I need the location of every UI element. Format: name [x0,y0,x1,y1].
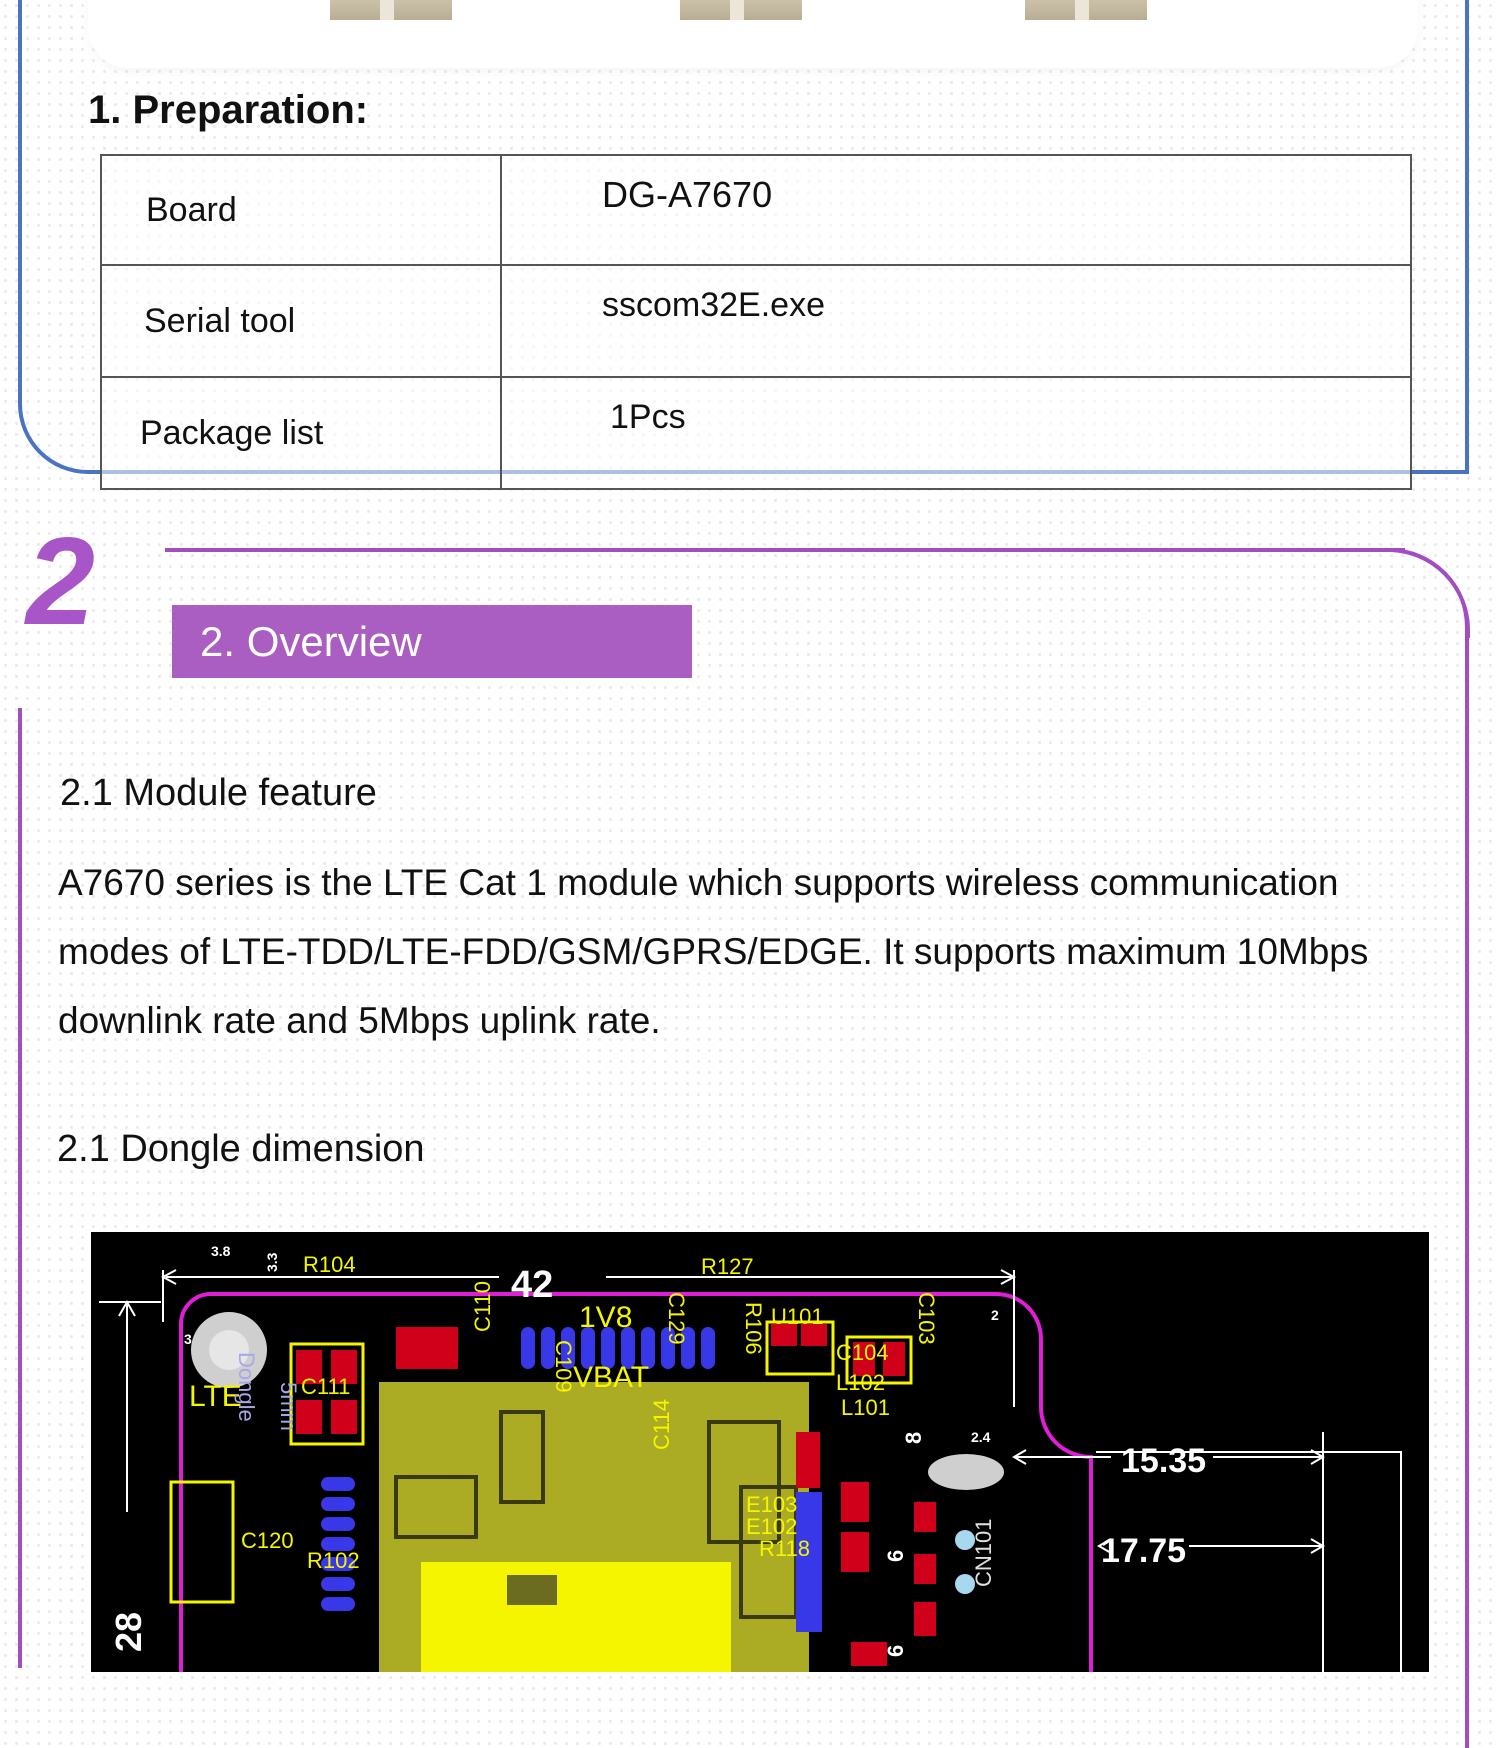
module-pad [507,1575,557,1605]
connector-image [680,0,802,20]
board-outline [179,1292,1093,1672]
dimension-15-35: 15.35 [1121,1442,1206,1480]
smd-pads [296,1324,936,1666]
preparation-title: 1. Preparation: [88,88,369,132]
dimension-small: 6 [883,1645,908,1657]
label-cn101: CN101 [971,1519,996,1587]
table-cell-value: sscom32E.exe [500,264,1412,378]
label-e102: E102 [746,1514,797,1539]
dimension-height: 28 [108,1612,149,1652]
pad-led [955,1530,975,1550]
label-l102: L102 [836,1370,885,1395]
r127-outline [765,1320,835,1376]
lte-component-outline [169,1480,235,1604]
usb-outline [1096,1451,1402,1672]
dimension-small: 3 [184,1331,192,1347]
label-1v8: 1V8 [579,1301,632,1334]
label-c104: C104 [836,1340,889,1365]
label-c103: C103 [914,1292,939,1345]
label-u101: U101 [771,1304,824,1329]
module-component [394,1475,478,1539]
table-cell-value: 1Pcs [500,376,1412,490]
label-e103: E103 [746,1492,797,1517]
mounting-hole-inner [209,1330,249,1370]
table-row: Package list 1Pcs [100,376,1412,490]
table-row: Board DG-A7670 [100,154,1412,266]
overview-section-frame [18,548,1469,1748]
dimension-small: 2 [991,1307,999,1323]
label-r102: R102 [307,1548,360,1573]
module-component [707,1420,781,1544]
table-cell-value: DG-A7670 [500,154,1412,266]
mounting-hole [928,1454,1004,1490]
dimension-lines [99,1269,1325,1672]
frame-corner [1380,548,1470,638]
label-r104: R104 [303,1252,356,1277]
section-divider-top [165,548,1405,552]
module-shield [421,1562,731,1672]
label-c114: C114 [649,1399,674,1450]
label-c110: C110 [470,1281,495,1332]
label-r118: R118 [759,1536,810,1561]
module-feature-heading: 2.1 Module feature [60,772,377,814]
module-component [499,1410,545,1504]
overview-banner: 2. Overview [172,605,692,678]
connector-photo-card [88,0,1418,68]
table-cell-label: Board [100,154,502,266]
label-r127: R127 [701,1254,754,1279]
dimension-width: 42 [511,1264,553,1306]
dongle-dimension-heading: 2.1 Dongle dimension [57,1128,425,1170]
label-r106: R106 [741,1302,766,1355]
table-cell-label: Package list [100,376,502,490]
label-lte: LTE [189,1380,242,1413]
silk-5mm: 5mm [276,1382,301,1431]
silk-dongle: Dongle [234,1352,259,1422]
label-c109: C109 [551,1340,576,1393]
label-c111: C111 [301,1374,350,1399]
pcb-dimension-drawing: 42 28 15.35 17.75 3.8 3.3 3 2 8 2.4 6 6 … [91,1232,1429,1672]
dimension-small: 3.8 [211,1243,231,1259]
via-row [321,1327,822,1632]
preparation-table: Board DG-A7670 Serial tool sscom32E.exe … [100,154,1412,490]
module-feature-text: A7670 series is the LTE Cat 1 module whi… [58,862,1369,1041]
c103-outline [845,1335,913,1385]
table-row: Serial tool sscom32E.exe [100,264,1412,378]
label-vbat: VBAT [573,1361,649,1394]
silkscreen-labels: R104 C110 R127 C103 U101 R106 1V8 C129 C… [189,1252,996,1587]
label-c120: C120 [241,1528,294,1553]
dimension-small: 3.3 [264,1252,280,1272]
dimension-17-75: 17.75 [1101,1532,1186,1570]
r104-outline [289,1342,365,1446]
dimension-small: 6 [883,1550,908,1562]
section-divider-left [18,708,22,1668]
table-cell-label: Serial tool [100,264,502,378]
connector-image [1025,0,1147,20]
label-c129: C129 [664,1292,689,1345]
pad-led [955,1574,975,1594]
dimension-texts: 42 28 15.35 17.75 3.8 3.3 3 2 8 2.4 6 6 [108,1243,1206,1657]
connector-image [330,0,452,20]
label-l101: L101 [841,1395,890,1420]
dimension-small: 2.4 [971,1429,991,1445]
dimension-small: 8 [901,1432,926,1444]
